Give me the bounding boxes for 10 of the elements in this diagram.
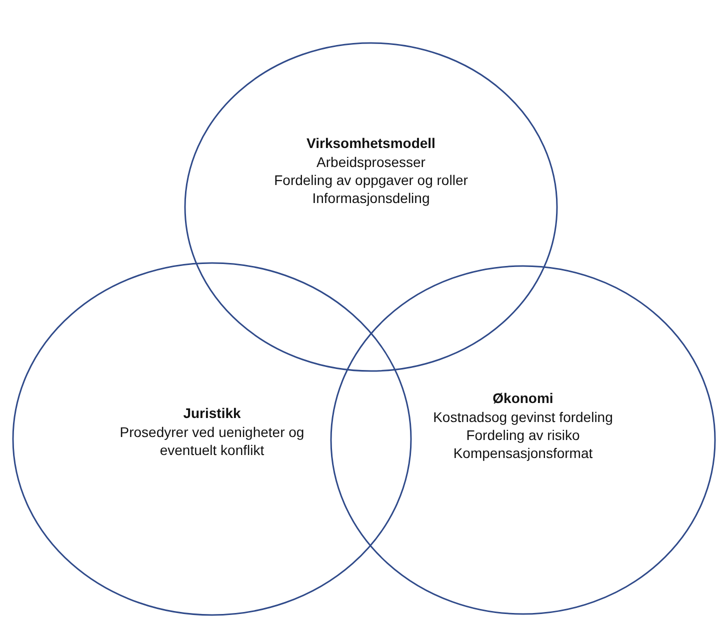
circle-text: Prosedyrer ved uenigheter og eventuelt konflikt	[118, 423, 306, 459]
circle-heading: Virksomhetsmodell	[306, 134, 436, 152]
circle-text: Fordeling av risiko	[465, 426, 581, 444]
circle-text: Arbeidsprosesser	[316, 153, 426, 171]
circle-heading: Juristikk	[182, 404, 242, 422]
circle-text: Informasjonsdeling	[311, 189, 431, 207]
circle-text: Fordeling av oppgaver og roller	[273, 171, 469, 189]
circle-text: Kompensasjonsformat	[452, 444, 594, 462]
circle-text: Kostnadsog gevinst fordeling	[432, 408, 614, 426]
circle-heading: Økonomi	[492, 389, 554, 407]
